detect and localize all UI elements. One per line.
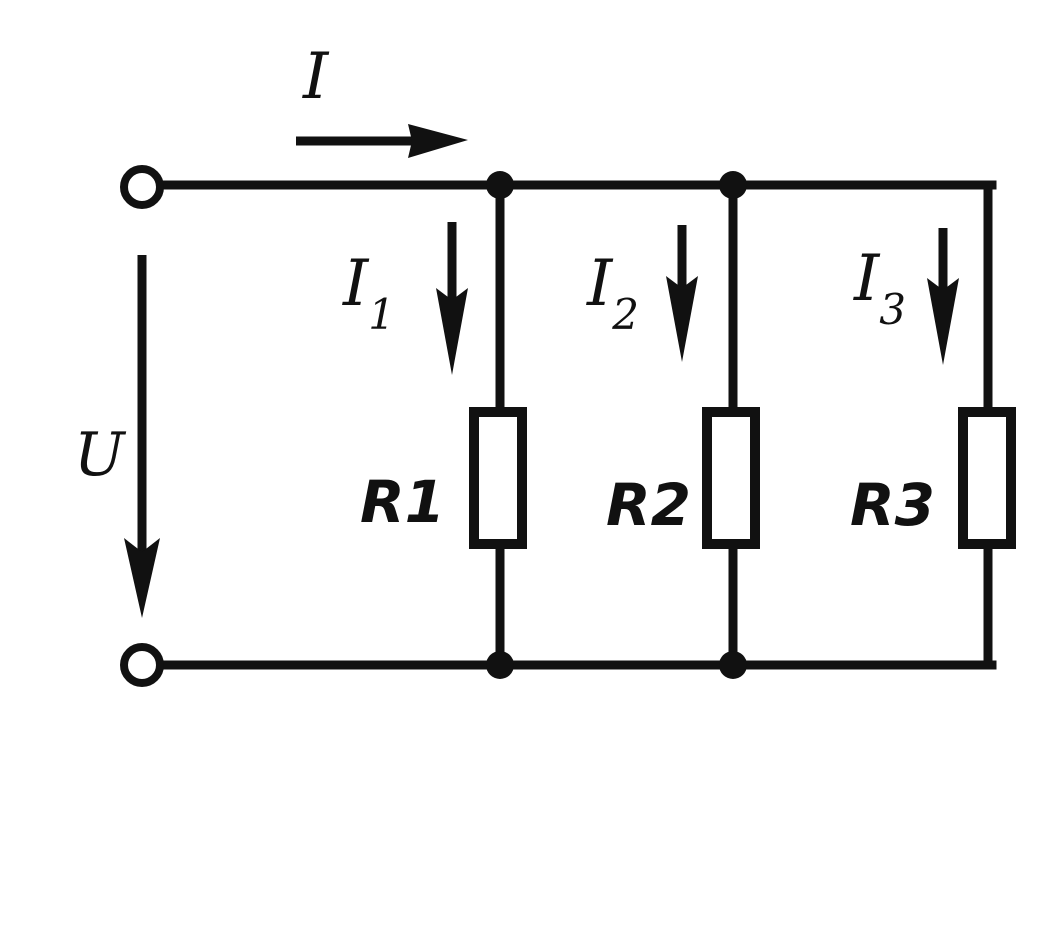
branch-2-current-arrow — [666, 225, 698, 362]
junction-dot-top-1 — [486, 171, 514, 199]
total-current-arrow-head — [408, 124, 468, 158]
branch-2-current-arrow-head — [666, 276, 698, 362]
resistor-r1 — [469, 407, 527, 549]
branch-3-current-label: I3 — [853, 242, 906, 334]
resistor-r2-label: R2 — [606, 471, 691, 539]
voltage-arrow — [124, 255, 160, 618]
branch-1-current-subscript: 1 — [368, 290, 395, 339]
total-current-label: I — [302, 40, 330, 114]
branch-1-current-label: I1 — [342, 247, 395, 339]
total-current-arrow — [296, 124, 468, 158]
voltage-arrow-head — [124, 538, 160, 618]
branch-1-current-arrow-head — [436, 288, 468, 375]
branch-3-current-symbol: I — [853, 242, 881, 316]
input-terminal-bottom — [120, 643, 164, 687]
resistor-r2 — [702, 407, 760, 549]
branch-2-current-symbol: I — [586, 247, 614, 321]
branch-3-current-arrow-head — [927, 278, 959, 365]
junction-dot-top-2 — [719, 171, 747, 199]
input-terminal-top — [120, 165, 164, 209]
resistor-r3-label: R3 — [850, 471, 935, 539]
branch-2-current-label: I2 — [586, 247, 639, 339]
resistor-r1-label: R1 — [360, 468, 445, 536]
voltage-label: U — [74, 420, 127, 490]
circuit-wires — [157, 180, 997, 670]
junction-dot-bottom-2 — [719, 651, 747, 679]
branch-2-current-subscript: 2 — [611, 290, 639, 339]
junction-dot-bottom-1 — [486, 651, 514, 679]
branch-1-current-arrow — [436, 222, 468, 375]
branch-3-current-subscript: 3 — [879, 285, 906, 334]
resistor-r3 — [958, 407, 1016, 549]
branch-1-current-symbol: I — [342, 247, 370, 321]
branch-3-current-arrow — [927, 228, 959, 365]
